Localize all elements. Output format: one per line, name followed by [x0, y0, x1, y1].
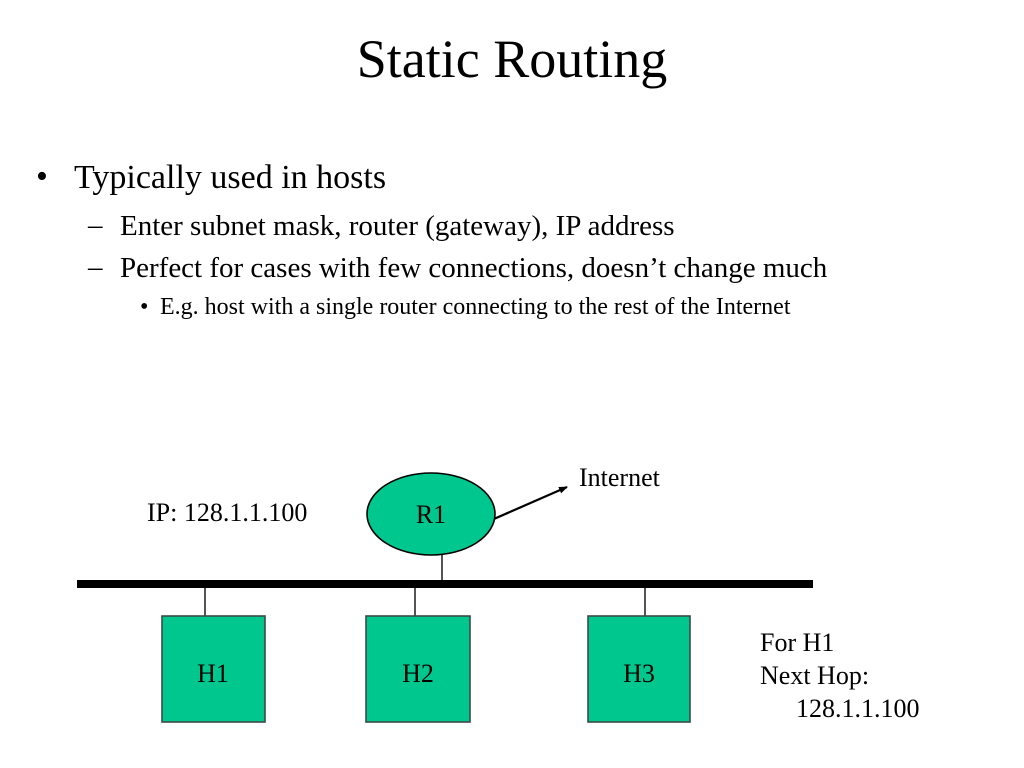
next-hop-annotation: For H1 Next Hop: 128.1.1.100: [760, 626, 920, 725]
bullet-item-level2: – Enter subnet mask, router (gateway), I…: [0, 206, 1024, 246]
bullet-marker-dash: –: [88, 209, 103, 241]
next-hop-line-2: Next Hop:: [760, 661, 870, 690]
router-node-r1[interactable]: [366, 472, 496, 556]
page-title: Static Routing: [356, 29, 668, 89]
bullet-text: E.g. host with a single router connectin…: [160, 294, 791, 320]
bullet-item-level3: • E.g. host with a single router connect…: [0, 290, 1024, 324]
bullet-text: Enter subnet mask, router (gateway), IP …: [120, 210, 675, 242]
bullet-marker-dot: •: [36, 158, 48, 195]
internet-arrow: [486, 485, 568, 524]
bullet-item-level2: – Perfect for cases with few connections…: [0, 248, 1024, 288]
host-node-h3[interactable]: [587, 615, 691, 723]
router-ip-label: IP: 128.1.1.100: [147, 498, 308, 527]
bullet-list: • Typically used in hosts – Enter subnet…: [0, 156, 1024, 324]
next-hop-line-1: For H1: [760, 628, 835, 657]
ethernet-bus-line: [77, 580, 813, 588]
bullet-marker-dash: –: [88, 251, 103, 283]
next-hop-line-3: 128.1.1.100: [796, 694, 920, 723]
bullet-item-level1: • Typically used in hosts: [0, 156, 1024, 200]
host-label-h2: H2: [402, 659, 434, 688]
host-label-h3: H3: [623, 659, 655, 688]
internet-label: Internet: [579, 463, 660, 492]
bullet-text: Typically used in hosts: [74, 159, 387, 196]
host-label-h1: H1: [197, 659, 229, 688]
host-node-h2[interactable]: [365, 615, 471, 723]
bullet-text: Perfect for cases with few connections, …: [120, 252, 828, 284]
host-node-h1[interactable]: [161, 615, 266, 723]
bullet-marker-dot: •: [140, 294, 149, 320]
router-label: R1: [416, 500, 446, 529]
